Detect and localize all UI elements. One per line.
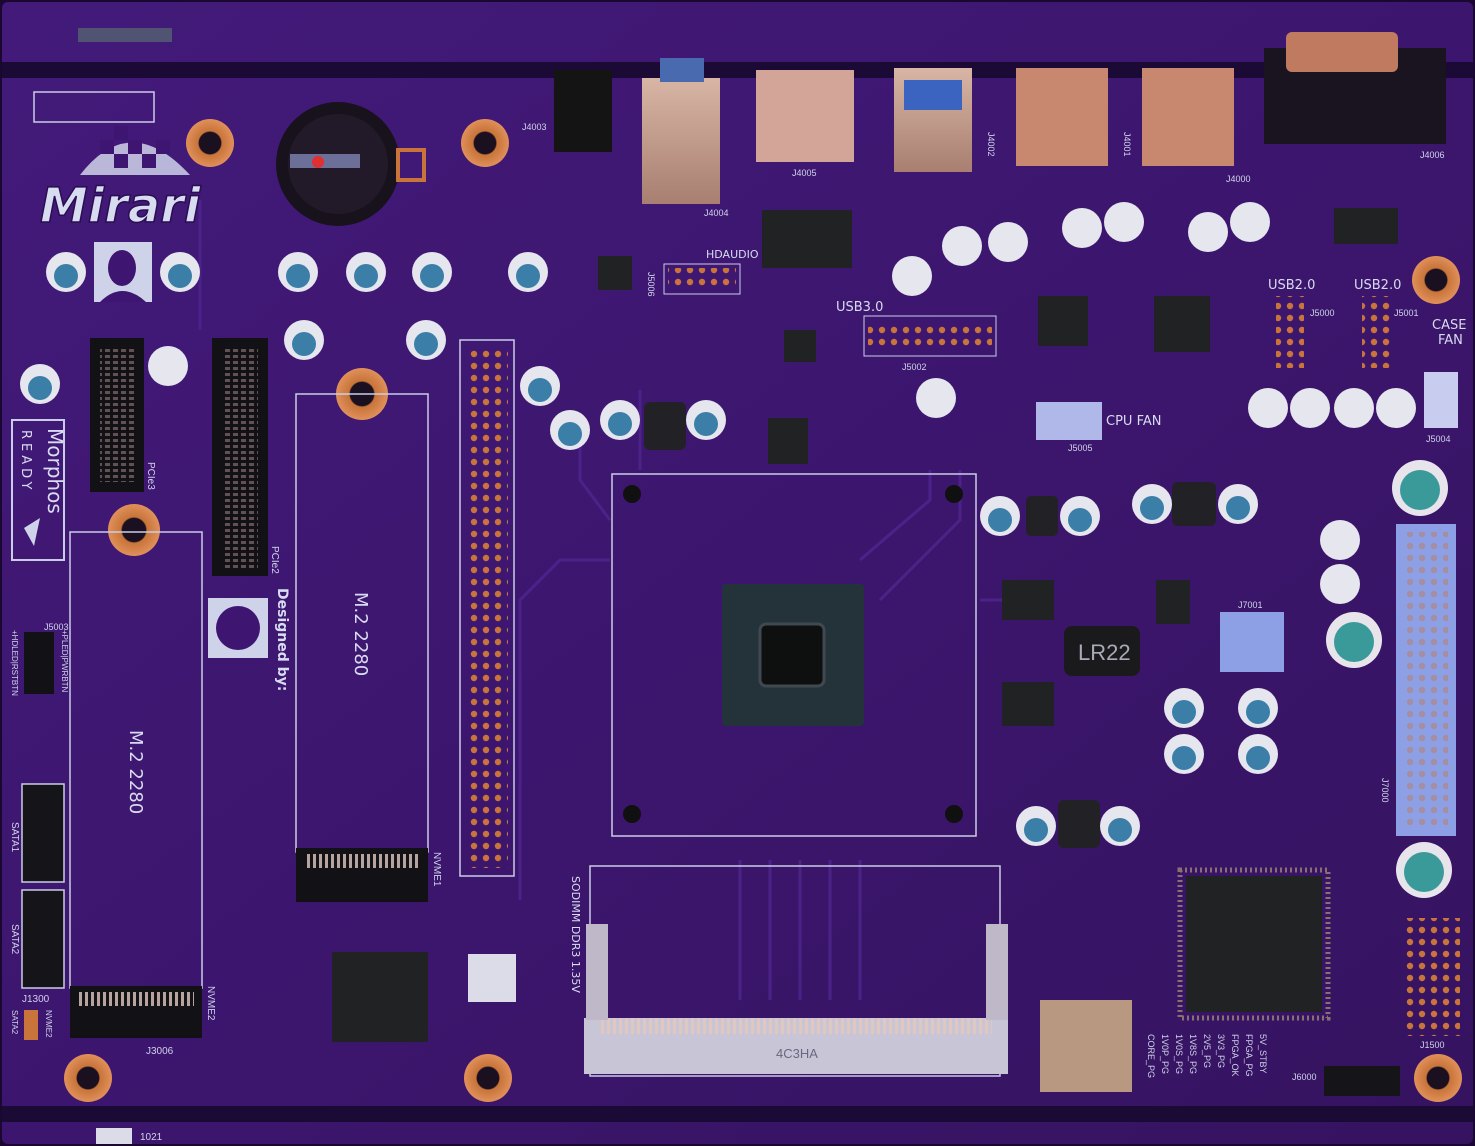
svg-text:Designed by:: Designed by:: [274, 588, 290, 691]
mounting-holes: [64, 119, 1462, 1102]
ethernet-port-j4004: [642, 78, 720, 204]
jtag-header: J6000: [1292, 1066, 1400, 1096]
morphos-ready-badge: Morphos READY: [11, 419, 67, 561]
svg-text:USB2.0: USB2.0: [1354, 278, 1401, 293]
svg-text:NVME2: NVME2: [44, 1010, 53, 1038]
cpu-area: [611, 473, 977, 837]
designer-credit: Designed by:: [208, 588, 290, 691]
audio-jack-j4003: [554, 70, 612, 152]
svg-text:J1500: J1500: [1420, 1040, 1445, 1050]
svg-text:J5000: J5000: [1310, 308, 1335, 318]
svg-text:J5006: J5006: [646, 272, 656, 297]
svg-text:CORE_PG: CORE_PG: [1146, 1034, 1156, 1078]
svg-text:J4006: J4006: [1420, 150, 1445, 160]
mirari-logo: Mirari: [39, 126, 202, 235]
capacitors: [20, 202, 1452, 898]
svg-text:USB3.0: USB3.0: [836, 300, 883, 315]
svg-text:CASE: CASE: [1432, 318, 1466, 333]
svg-text:USB2.0: USB2.0: [1268, 278, 1315, 293]
svg-text:J3006: J3006: [146, 1046, 174, 1057]
svg-text:J6000: J6000: [1292, 1072, 1317, 1082]
svg-text:+HDLED|RSTBTN: +HDLED|RSTBTN: [10, 630, 19, 696]
usb3-header: USB3.0 J5002: [836, 300, 997, 372]
sodimm-slot: SODIMM DDR3 1.35V 4C3HA: [569, 865, 1008, 1077]
io-controller-chip: [332, 952, 428, 1042]
svg-text:SATA1: SATA1: [9, 822, 20, 853]
svg-text:2V5_PG: 2V5_PG: [1202, 1034, 1212, 1068]
svg-text:Morphos: Morphos: [43, 428, 67, 514]
usb2-header-a: USB2.0 J5000: [1268, 278, 1335, 368]
fpga-status-leds: CORE_PG 1V0P_PG 1V0S_PG 1V8S_PG 2V5_PG 3…: [1146, 1034, 1268, 1078]
svg-text:J1300: J1300: [22, 994, 50, 1005]
svg-text:J4000: J4000: [1226, 174, 1251, 184]
svg-text:5V_STBY: 5V_STBY: [1258, 1034, 1268, 1074]
misc-ics: [598, 208, 1398, 726]
svg-text:J7000: J7000: [1380, 778, 1390, 803]
svg-text:J7001: J7001: [1238, 600, 1263, 610]
svg-text:FAN: FAN: [1438, 333, 1463, 348]
front-panel-header: J5003 +HDLED|RSTBTN +PLED|PWRBTN: [10, 622, 69, 696]
svg-text:CPU FAN: CPU FAN: [1106, 414, 1161, 429]
m2-slot-nvme2: M.2 2280 NVME2 J3006: [69, 531, 216, 1057]
svg-text:1V0S_PG: 1V0S_PG: [1174, 1034, 1184, 1074]
svg-text:FPGA_OK: FPGA_OK: [1230, 1034, 1240, 1077]
inductor-lr22: LR22: [1064, 626, 1140, 676]
usb-port-j4000: [1142, 68, 1234, 166]
svg-text:NVME2: NVME2: [205, 986, 216, 1021]
svg-text:PCIe3: PCIe3: [145, 462, 156, 490]
svg-text:J5002: J5002: [902, 362, 927, 372]
svg-text:J5005: J5005: [1068, 443, 1093, 453]
hdaudio-header: HDAUDIO J5006: [646, 248, 759, 297]
svg-text:HDAUDIO: HDAUDIO: [706, 248, 759, 261]
svg-text:+PLED|PWRBTN: +PLED|PWRBTN: [60, 630, 69, 693]
sata2-connector: SATA2: [9, 889, 65, 989]
usb-port-j4001: [1016, 68, 1108, 166]
svg-text:M.2 2280: M.2 2280: [125, 730, 146, 814]
sd-card-slot: [1040, 1000, 1132, 1092]
pcie3-slot: PCIe3: [90, 338, 156, 492]
logo-text: Mirari: [40, 178, 201, 234]
svg-text:SATA2: SATA2: [9, 924, 20, 955]
ethernet-port-j4005: [756, 70, 854, 162]
svg-text:READY: READY: [18, 430, 33, 493]
coin-battery-holder: [276, 102, 426, 226]
svg-text:J5004: J5004: [1426, 434, 1451, 444]
svg-text:1V0P_PG: 1V0P_PG: [1160, 1034, 1170, 1074]
usb2-header-b: USB2.0 J5001: [1354, 278, 1419, 368]
sata1-connector: SATA1: [9, 783, 65, 883]
svg-text:J5003: J5003: [44, 622, 69, 632]
pcie2-slot: PCIe2: [212, 338, 280, 576]
svg-text:J4004: J4004: [704, 208, 729, 218]
svg-text:4C3HA: 4C3HA: [776, 1046, 818, 1061]
case-fan-header: CASE FAN J5004: [1424, 318, 1466, 444]
svg-text:SATA2: SATA2: [10, 1010, 19, 1035]
m2-slot-nvme1: M.2 2280 NVME1: [295, 393, 442, 902]
svg-text:J4002: J4002: [986, 132, 996, 157]
header-j1500: J1500: [1404, 918, 1460, 1050]
expansion-pin-header: [459, 339, 515, 877]
fpga-chip: [1177, 867, 1331, 1021]
svg-text:1V8S_PG: 1V8S_PG: [1188, 1034, 1198, 1074]
svg-text:J4001: J4001: [1122, 132, 1132, 157]
svg-text:PCIe2: PCIe2: [269, 546, 280, 574]
svg-text:NVME1: NVME1: [431, 852, 442, 887]
svg-text:J4005: J4005: [792, 168, 817, 178]
board-number: 1021: [140, 1132, 163, 1143]
svg-text:LR22: LR22: [1078, 640, 1131, 665]
svg-text:J4003: J4003: [522, 122, 547, 132]
svg-text:SODIMM DDR3 1.35V: SODIMM DDR3 1.35V: [569, 876, 582, 993]
cpu-fan-header: CPU FAN J5005: [1036, 402, 1161, 453]
svg-text:3V3_PG: 3V3_PG: [1216, 1034, 1226, 1068]
svg-text:M.2 2280: M.2 2280: [350, 592, 371, 676]
small-inductors: [644, 402, 1216, 848]
atx-power-connector: J7000 J7001: [1220, 524, 1456, 836]
svg-text:J5001: J5001: [1394, 308, 1419, 318]
rear-io: J4003 J4004 J4005 J4002 J4001 J4000 J400…: [522, 32, 1446, 218]
svg-text:FPGA_PG: FPGA_PG: [1244, 1034, 1254, 1077]
